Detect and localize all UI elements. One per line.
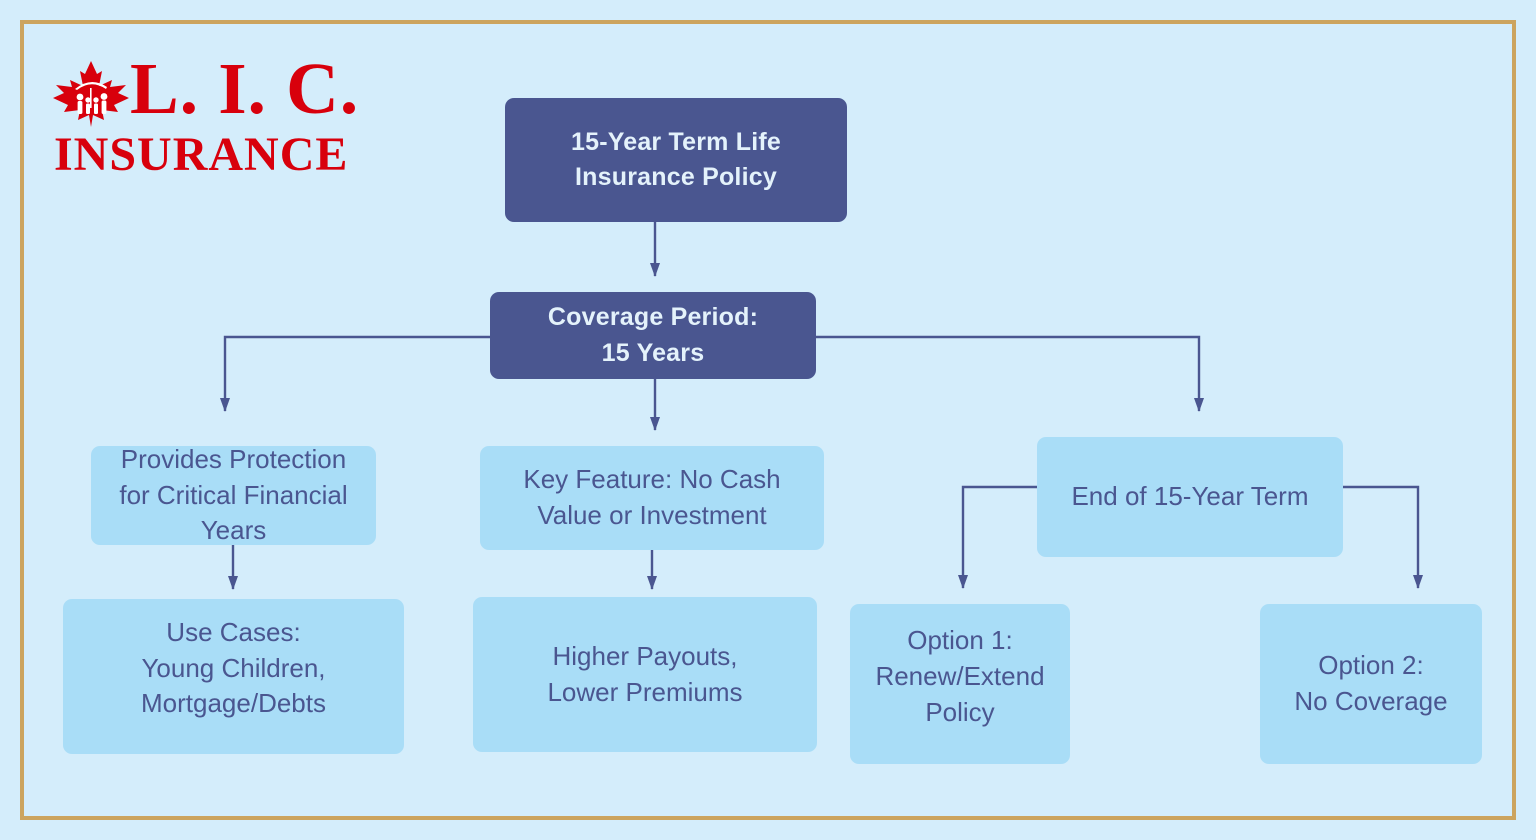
node-root-policy[interactable]: 15-Year Term Life Insurance Policy bbox=[505, 98, 847, 222]
edge-coverage-to-endterm bbox=[816, 335, 1204, 412]
node-end-of-term[interactable]: End of 15-Year Term bbox=[1037, 437, 1343, 557]
node-key-feature[interactable]: Key Feature: No Cash Value or Investment bbox=[480, 446, 824, 550]
node-use-cases[interactable]: Use Cases: Young Children, Mortgage/Debt… bbox=[63, 599, 404, 754]
lic-insurance-logo: L. I. C. INSURANCE bbox=[52, 48, 358, 181]
edge-endterm-to-option1 bbox=[958, 485, 1037, 589]
edge-coverage-to-protect bbox=[220, 335, 490, 412]
node-provides-protection[interactable]: Provides Protection for Critical Financi… bbox=[91, 444, 376, 545]
logo-text-insurance: INSURANCE bbox=[54, 128, 349, 181]
node-option1-renew[interactable]: Option 1: Renew/Extend Policy bbox=[850, 604, 1070, 764]
node-option2-no-coverage[interactable]: Option 2: No Coverage bbox=[1260, 604, 1482, 764]
maple-leaf-family-umbrella-icon bbox=[53, 61, 129, 127]
logo-text-lic: L. I. C. bbox=[130, 48, 360, 129]
node-coverage-period[interactable]: Coverage Period: 15 Years bbox=[490, 292, 816, 379]
edge-endterm-to-option2 bbox=[1343, 485, 1423, 589]
node-higher-payouts[interactable]: Higher Payouts, Lower Premiums bbox=[473, 597, 817, 752]
